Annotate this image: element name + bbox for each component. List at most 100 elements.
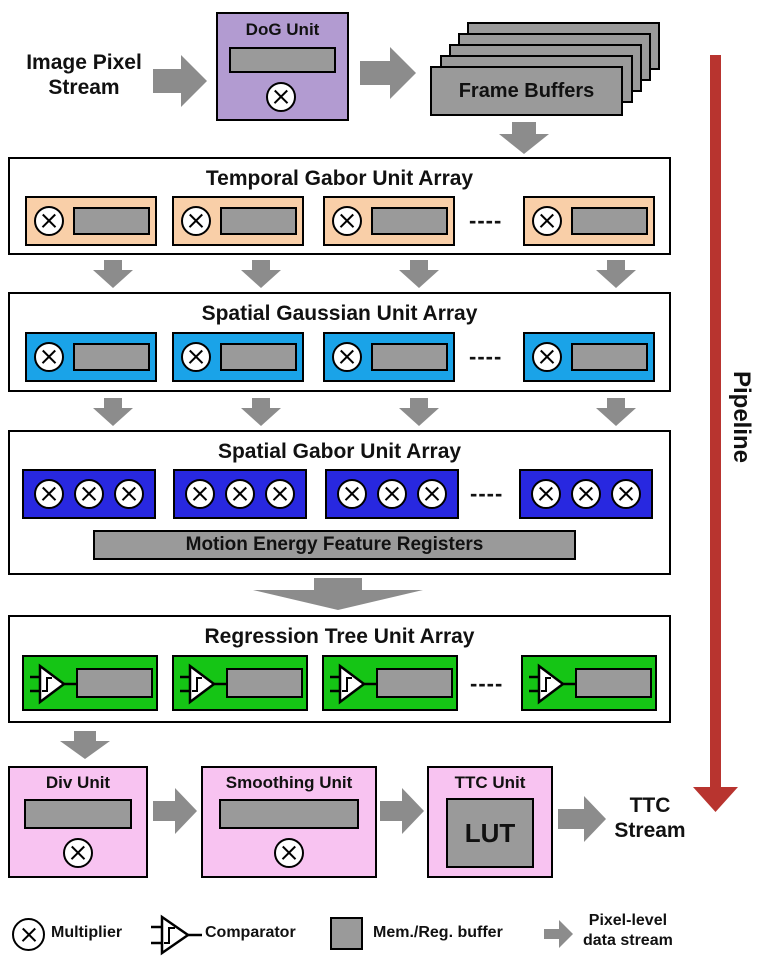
unit-buffer bbox=[220, 343, 297, 371]
gaussian-ellipsis: ---- bbox=[469, 344, 503, 369]
arrow-ttc-output bbox=[558, 796, 606, 842]
multiplier-icon bbox=[332, 342, 362, 372]
unit-buffer bbox=[571, 343, 648, 371]
multiplier-icon bbox=[34, 342, 64, 372]
spatial-gabor-unit bbox=[519, 469, 653, 519]
dog-unit-title: DoG Unit bbox=[245, 20, 320, 39]
temporal-gabor-unit bbox=[25, 196, 157, 246]
multiplier-icon bbox=[225, 479, 255, 509]
multiplier-icon bbox=[181, 342, 211, 372]
arrow-buffers-down bbox=[499, 122, 549, 154]
div-unit-buffer bbox=[24, 799, 132, 829]
unit-buffer bbox=[571, 207, 648, 235]
buffer-icon bbox=[330, 917, 363, 950]
pipeline-label: Pipeline bbox=[728, 370, 755, 464]
legend-multiplier-label: Multiplier bbox=[51, 924, 123, 941]
dog-unit-buffer bbox=[229, 47, 336, 73]
frame-buffers-label: Frame Buffers bbox=[458, 79, 595, 102]
unit-buffer bbox=[226, 668, 303, 698]
multiplier-icon bbox=[377, 479, 407, 509]
spatial-gaussian-title: Spatial Gaussian Unit Array bbox=[201, 302, 478, 325]
spatial-gabor-unit bbox=[22, 469, 156, 519]
legend-stream-label: Pixel-level data stream bbox=[583, 912, 673, 949]
regression-tree-unit bbox=[22, 655, 158, 711]
multiplier-icon bbox=[114, 479, 144, 509]
smoothing-unit: Smoothing Unit bbox=[201, 766, 377, 878]
multiplier-icon bbox=[63, 838, 93, 868]
multiplier-icon bbox=[266, 82, 296, 112]
spatial-gabor-unit bbox=[173, 469, 307, 519]
spatial-gabor-ellipsis: ---- bbox=[470, 481, 504, 506]
multiplier-icon bbox=[265, 479, 295, 509]
pipeline-arrow bbox=[693, 55, 738, 812]
comparator-icon bbox=[330, 663, 376, 705]
regression-tree-title: Regression Tree Unit Array bbox=[204, 625, 475, 648]
comparator-icon bbox=[180, 663, 226, 705]
multiplier-icon bbox=[531, 479, 561, 509]
regression-tree-unit bbox=[172, 655, 308, 711]
unit-buffer bbox=[371, 207, 448, 235]
unit-buffer bbox=[76, 668, 153, 698]
smoothing-unit-buffer bbox=[219, 799, 359, 829]
input-stream-label: Image Pixel Stream bbox=[26, 51, 142, 99]
legend: Multiplier Comparator Mem./Reg. buffer P… bbox=[0, 905, 759, 961]
arrow-down bbox=[93, 398, 133, 426]
frame-buffers: Frame Buffers bbox=[430, 66, 623, 116]
arrow-merge-down bbox=[253, 578, 423, 610]
lut-block: LUT bbox=[446, 798, 534, 868]
arrow-down bbox=[241, 398, 281, 426]
unit-buffer bbox=[73, 207, 150, 235]
stream-arrow-icon bbox=[544, 920, 573, 948]
multiplier-icon bbox=[611, 479, 641, 509]
multiplier-icon bbox=[532, 342, 562, 372]
ttc-unit-title: TTC Unit bbox=[454, 773, 526, 792]
multiplier-icon bbox=[34, 479, 64, 509]
multiplier-icon bbox=[74, 479, 104, 509]
unit-buffer bbox=[371, 343, 448, 371]
multiplier-icon bbox=[34, 206, 64, 236]
arrow-down bbox=[241, 260, 281, 288]
temporal-gabor-unit bbox=[323, 196, 455, 246]
multiplier-icon bbox=[571, 479, 601, 509]
multiplier-icon bbox=[185, 479, 215, 509]
regression-ellipsis: ---- bbox=[470, 671, 504, 696]
arrow-down bbox=[399, 398, 439, 426]
div-unit: Div Unit bbox=[8, 766, 148, 878]
unit-buffer bbox=[220, 207, 297, 235]
multiplier-icon bbox=[332, 206, 362, 236]
arrow-down-to-div bbox=[60, 731, 110, 759]
arrow-smoothing-to-ttc bbox=[380, 788, 424, 834]
arrow-down bbox=[596, 398, 636, 426]
multiplier-icon bbox=[274, 838, 304, 868]
arrow-input-to-dog bbox=[153, 55, 207, 107]
regression-tree-unit bbox=[521, 655, 657, 711]
unit-buffer bbox=[73, 343, 150, 371]
comparator-icon bbox=[151, 914, 202, 956]
arrow-down bbox=[596, 260, 636, 288]
spatial-gabor-unit bbox=[325, 469, 459, 519]
multiplier-icon bbox=[417, 479, 447, 509]
temporal-gabor-unit bbox=[523, 196, 655, 246]
spatial-gaussian-unit bbox=[172, 332, 304, 382]
legend-buffer-label: Mem./Reg. buffer bbox=[373, 924, 503, 941]
legend-comparator-label: Comparator bbox=[205, 924, 296, 941]
ttc-unit: TTC Unit LUT bbox=[427, 766, 553, 878]
div-unit-title: Div Unit bbox=[45, 773, 111, 792]
dog-unit: DoG Unit bbox=[216, 12, 349, 121]
unit-buffer bbox=[376, 668, 453, 698]
smoothing-unit-title: Smoothing Unit bbox=[225, 773, 353, 792]
regression-tree-unit bbox=[322, 655, 458, 711]
comparator-icon bbox=[30, 663, 76, 705]
spatial-gaussian-unit bbox=[523, 332, 655, 382]
comparator-icon bbox=[529, 663, 575, 705]
spatial-gaussian-unit bbox=[25, 332, 157, 382]
temporal-gabor-unit bbox=[172, 196, 304, 246]
multiplier-icon bbox=[532, 206, 562, 236]
arrow-dog-to-buffers bbox=[360, 47, 416, 99]
multiplier-icon bbox=[337, 479, 367, 509]
temporal-ellipsis: ---- bbox=[469, 208, 503, 233]
ttc-stream-label: TTC Stream bbox=[614, 794, 686, 842]
unit-buffer bbox=[575, 668, 652, 698]
arrow-down bbox=[399, 260, 439, 288]
temporal-gabor-title: Temporal Gabor Unit Array bbox=[205, 167, 474, 190]
